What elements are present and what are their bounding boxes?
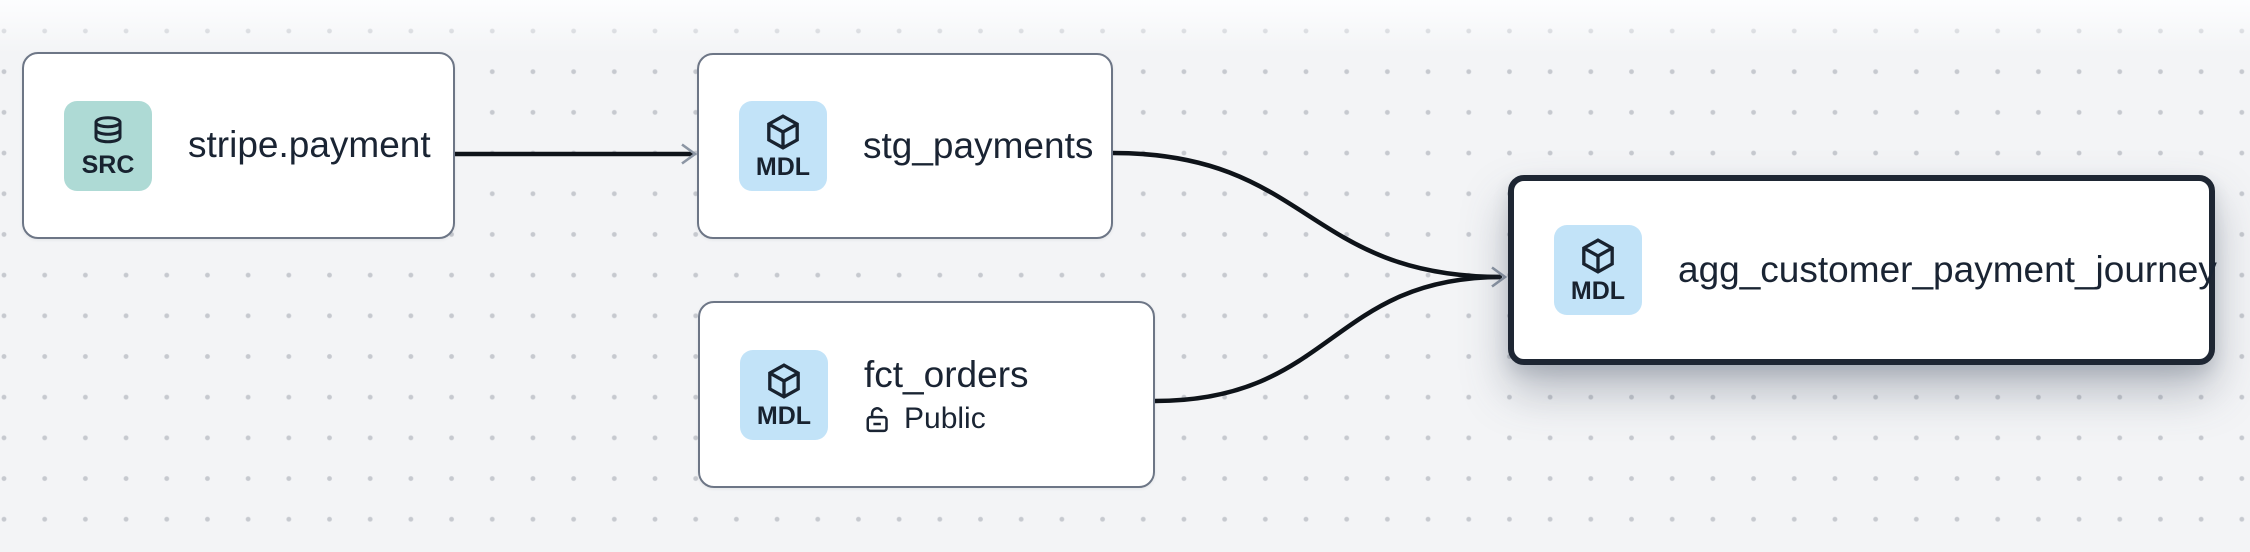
node-stg-payments[interactable]: MDL stg_payments (697, 53, 1113, 239)
arrowhead-icon (681, 143, 698, 165)
model-type-badge: MDL (1554, 225, 1642, 315)
access-row: Public (864, 402, 1029, 436)
model-type-badge: SRC (64, 100, 152, 191)
access-label: Public (904, 401, 986, 435)
model-type-badge: MDL (739, 101, 827, 191)
badge-label: MDL (756, 401, 812, 430)
node-fct-orders[interactable]: MDL fct_orders Public (698, 301, 1155, 488)
cube-icon (767, 114, 799, 150)
node-title: agg_customer_payment_journey (1678, 248, 2217, 290)
node-stripe-payment[interactable]: SRC stripe.payment (22, 52, 455, 239)
node-agg-customer-payment-journey[interactable]: MDL agg_customer_payment_journey (1508, 175, 2217, 365)
edge-fct-orders-to-agg-customer-payment-journey[interactable] (1154, 274, 1503, 404)
arrowhead-icon (1491, 266, 1508, 288)
node-title: stripe.payment (188, 124, 431, 166)
node-title: stg_payments (863, 124, 1094, 166)
lock-open-icon (866, 406, 888, 432)
cube-icon (768, 362, 800, 399)
badge-label: MDL (755, 153, 811, 181)
badge-label: SRC (81, 150, 135, 179)
node-title: fct_orders (864, 354, 1029, 396)
cube-icon (1582, 238, 1614, 274)
database-icon (94, 115, 122, 143)
badge-label: MDL (1570, 277, 1626, 305)
model-type-badge: MDL (740, 349, 828, 440)
edge-stg-payments-to-agg-customer-payment-journey[interactable] (1112, 150, 1503, 280)
